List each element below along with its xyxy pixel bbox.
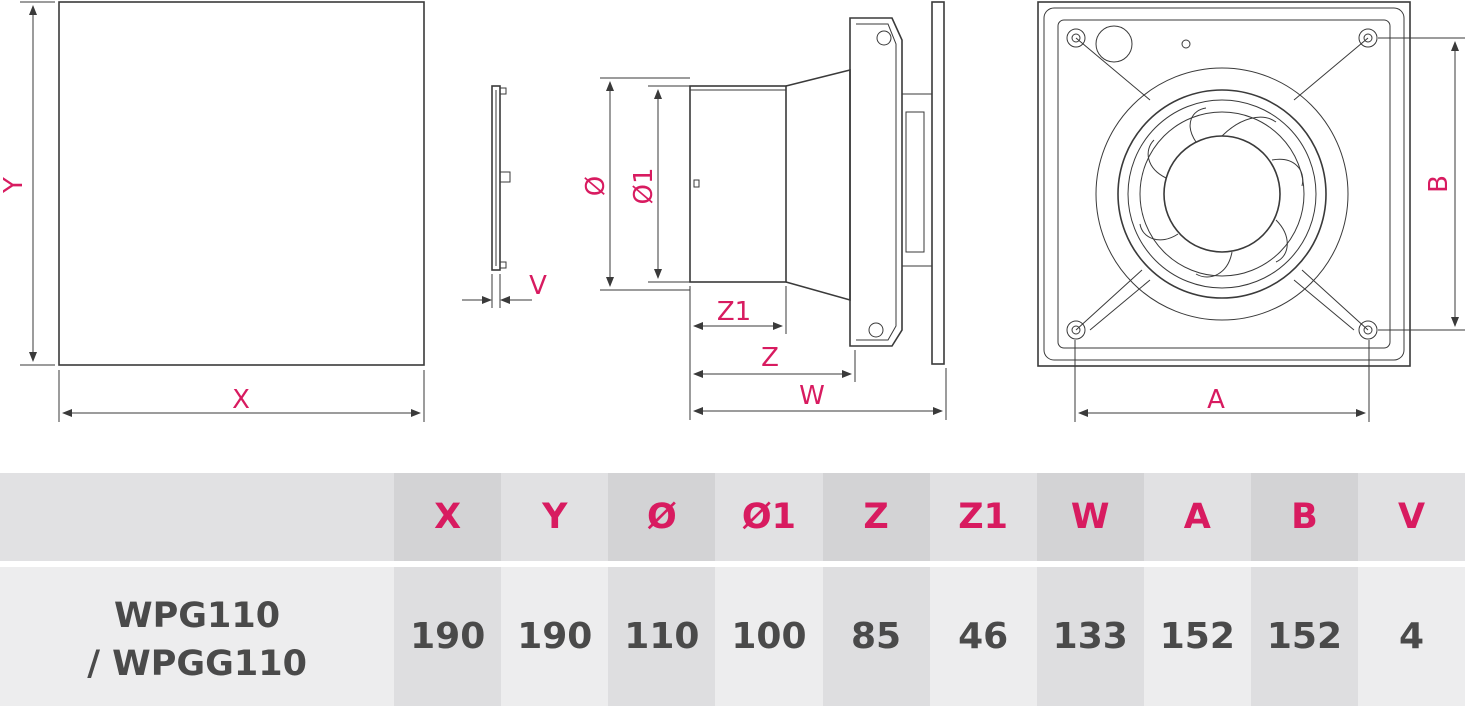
table-cell: 133 [1036,567,1144,706]
model-name-cell: WPG110 / WPGG110 [0,567,395,706]
table-cell: 190 [501,567,609,706]
value-x: 190 [410,616,486,657]
header-z1: Z1 [958,497,1008,537]
table-header-cell: W [1036,473,1144,561]
dim-label-y: Y [0,177,29,194]
header-v: V [1397,497,1426,537]
value-z1: 46 [958,616,1009,657]
value-a: 152 [1159,616,1235,657]
table-header-cell: Y [501,473,609,561]
header-diameter1: Ø1 [741,497,796,537]
dim-label-x: X [232,385,250,415]
table-header-row: X Y Ø Ø1 Z Z1 W A B V [0,473,1465,561]
table-cell: 100 [715,567,823,706]
table-header-cell: A [1143,473,1251,561]
header-y: Y [542,497,568,537]
table-header-cell: B [1250,473,1358,561]
header-w: W [1070,497,1110,537]
dim-label-b: B [1424,175,1454,193]
dim-label-z: Z [761,343,779,373]
table-header-cell: Z1 [929,473,1037,561]
header-z: Z [863,497,889,537]
fan-side-view [600,1,947,420]
table-header-cell: X [394,473,502,561]
header-x: X [434,497,462,537]
table-cell: 85 [822,567,930,706]
model-name-line2: / WPGG110 [87,643,307,684]
table-header-cell: Z [822,473,930,561]
header-a: A [1183,497,1211,537]
value-v: 4 [1398,616,1425,657]
dimensions-table: X Y Ø Ø1 Z Z1 W A B V WPG110 / WPGG110 1… [0,473,1465,706]
value-b: 152 [1266,616,1342,657]
table-header-cell: Ø1 [715,473,823,561]
table-cell: 152 [1250,567,1358,706]
header-diameter: Ø [646,497,677,537]
header-b: B [1291,497,1318,537]
front-panel-view [20,1,425,422]
dim-label-z1: Z1 [717,297,751,327]
table-cell: 4 [1357,567,1465,706]
dim-label-v: V [529,271,547,301]
table-cell: 110 [608,567,716,706]
technical-drawing: Y X V [0,1,1465,422]
table-header-cell: V [1357,473,1465,561]
panel-side-view [462,85,532,308]
dim-label-a: A [1207,385,1225,415]
value-y: 190 [517,616,593,657]
dim-label-diameter: Ø [581,176,611,196]
fan-front-view [1037,1,1465,422]
value-w: 133 [1052,616,1128,657]
model-name-line1: WPG110 [114,595,281,636]
table-cell: 152 [1143,567,1251,706]
table-header-cell: Ø [608,473,716,561]
dim-label-diameter1: Ø1 [629,167,659,204]
table-row: WPG110 / WPGG110 190 190 110 100 85 46 1… [0,567,1465,706]
table-cell: 46 [929,567,1037,706]
dim-label-w: W [799,381,825,411]
table-cell: 190 [394,567,502,706]
value-diameter: 110 [624,616,700,657]
table-header-empty [0,473,395,561]
value-z: 85 [850,616,902,657]
value-diameter1: 100 [731,616,807,657]
